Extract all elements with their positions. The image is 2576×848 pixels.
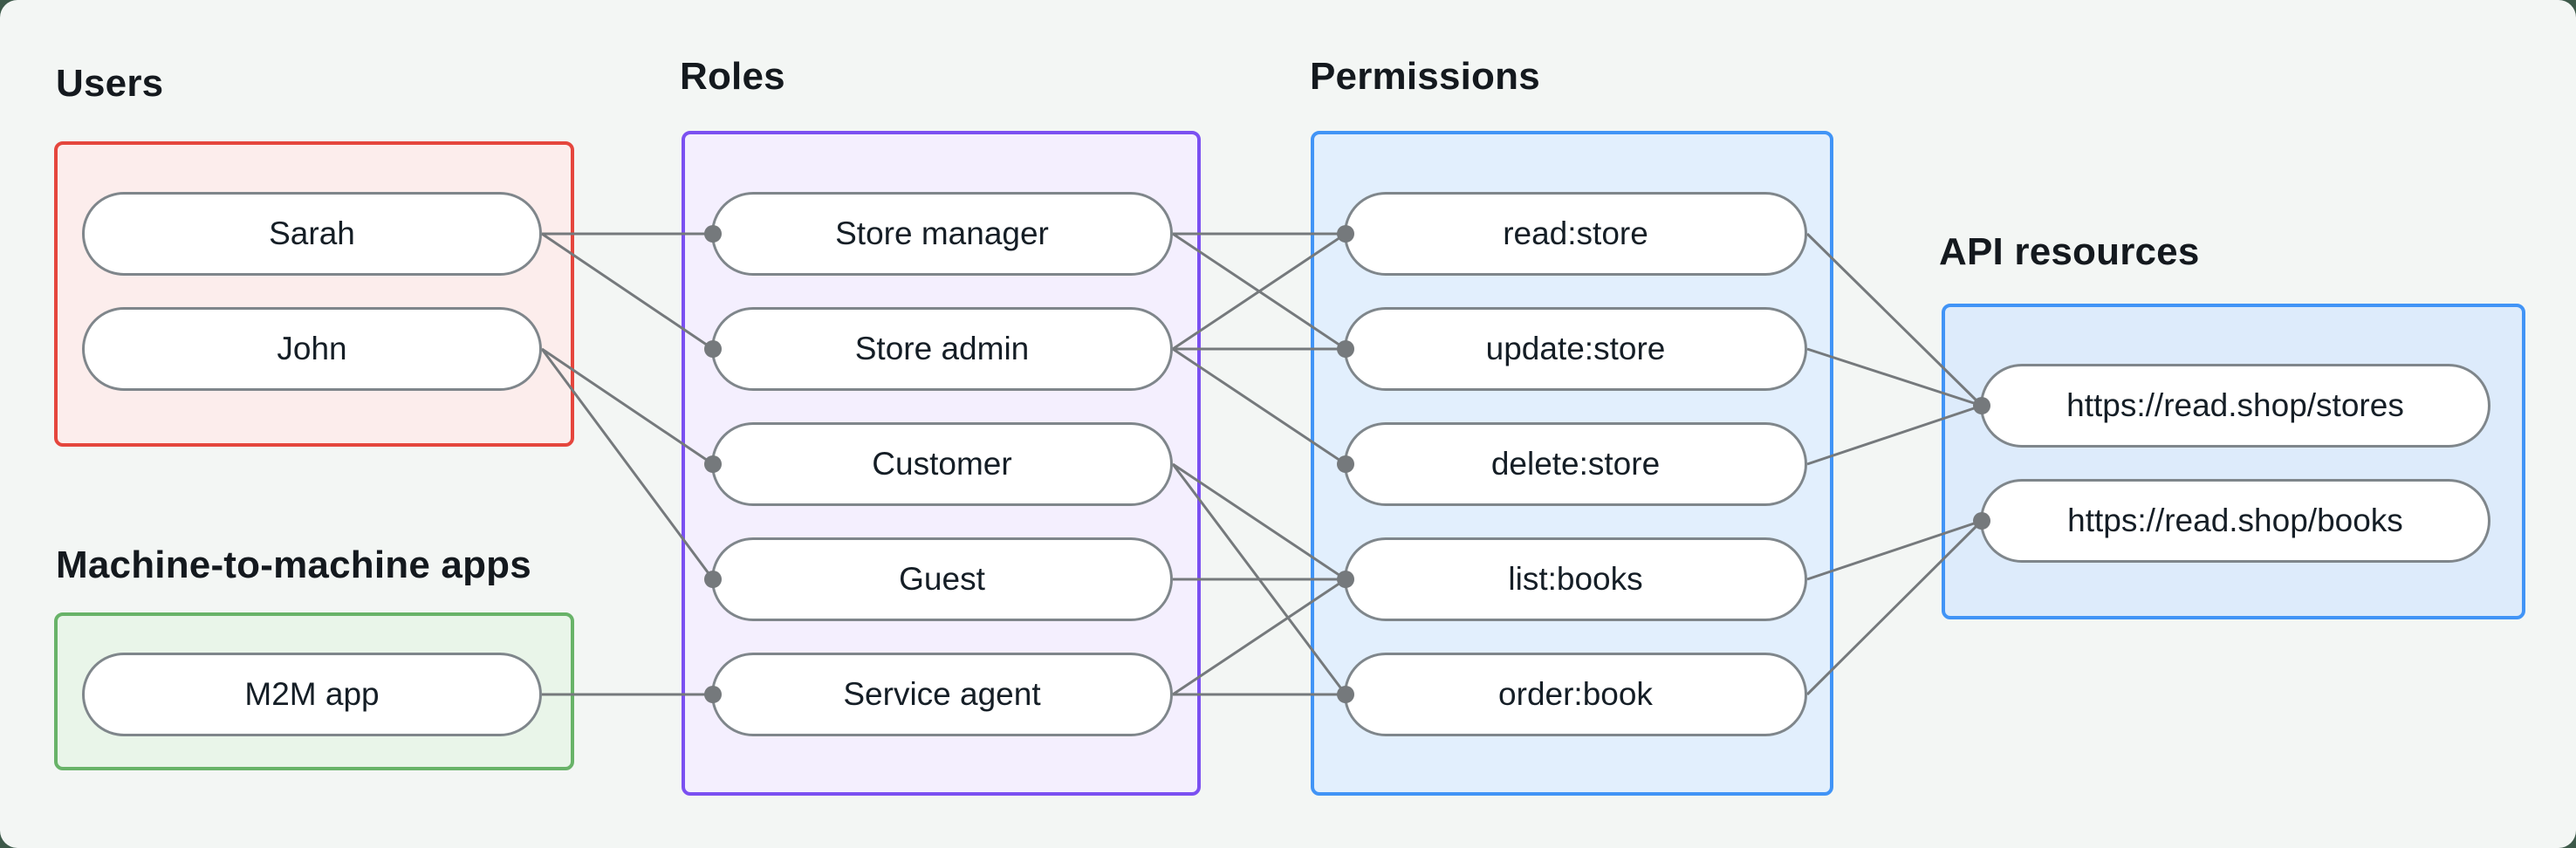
node-read-store: read:store	[1344, 192, 1807, 276]
edge-store-admin-to-delete-store	[1172, 347, 1346, 466]
node-order-book: order:book	[1344, 653, 1807, 736]
edge-read-store-to-stores	[1805, 232, 1983, 407]
node-books: https://read.shop/books	[1980, 479, 2490, 563]
node-m2m-app: M2M app	[82, 653, 542, 736]
node-update-store: update:store	[1344, 307, 1807, 391]
edge-sarah-to-store-admin	[541, 232, 714, 351]
edge-order-book-to-books	[1805, 519, 1983, 696]
node-customer: Customer	[711, 422, 1173, 506]
node-store-manager: Store manager	[711, 192, 1173, 276]
group-m2m-label: Machine-to-machine apps	[56, 544, 531, 586]
group-permissions-label: Permissions	[1310, 55, 1540, 98]
edge-store-admin-to-read-store	[1172, 232, 1346, 351]
node-list-books: list:books	[1344, 537, 1807, 621]
node-service-agent: Service agent	[711, 653, 1173, 736]
edge-endpoint-dot-read-store	[1337, 225, 1354, 243]
node-guest: Guest	[711, 537, 1173, 621]
edge-service-agent-to-list-books	[1172, 578, 1346, 696]
group-roles-box	[682, 131, 1201, 796]
edge-john-to-guest	[540, 348, 715, 580]
node-delete-store: delete:store	[1344, 422, 1807, 506]
group-users-box	[54, 141, 574, 447]
edge-update-store-to-stores	[1806, 347, 1983, 407]
edge-endpoint-dot-store-admin	[704, 340, 722, 358]
node-stores: https://read.shop/stores	[1980, 364, 2490, 448]
group-users-label: Users	[56, 62, 164, 105]
node-john: John	[82, 307, 542, 391]
edge-endpoint-dot-stores	[1973, 397, 1990, 414]
group-m2m-box	[54, 612, 574, 770]
edge-customer-to-list-books	[1172, 462, 1346, 581]
group-api-label: API resources	[1939, 230, 2200, 273]
group-roles-label: Roles	[680, 55, 785, 98]
edge-endpoint-dot-list-books	[1337, 571, 1354, 588]
edge-endpoint-dot-store-manager	[704, 225, 722, 243]
edge-endpoint-dot-update-store	[1337, 340, 1354, 358]
edge-john-to-customer	[541, 347, 714, 466]
edge-endpoint-dot-guest	[704, 571, 722, 588]
node-store-admin: Store admin	[711, 307, 1173, 391]
edge-endpoint-dot-service-agent	[704, 686, 722, 703]
node-sarah: Sarah	[82, 192, 542, 276]
group-permissions-box	[1311, 131, 1833, 796]
edge-endpoint-dot-customer	[704, 455, 722, 473]
edge-endpoint-dot-delete-store	[1337, 455, 1354, 473]
edge-list-books-to-books	[1806, 519, 1983, 581]
edge-endpoint-dot-order-book	[1337, 686, 1354, 703]
edge-store-manager-to-update-store	[1172, 232, 1346, 351]
group-api-box	[1942, 304, 2525, 619]
edge-delete-store-to-stores	[1806, 404, 1983, 466]
edge-customer-to-order-book	[1171, 463, 1347, 695]
edge-endpoint-dot-books	[1973, 512, 1990, 530]
